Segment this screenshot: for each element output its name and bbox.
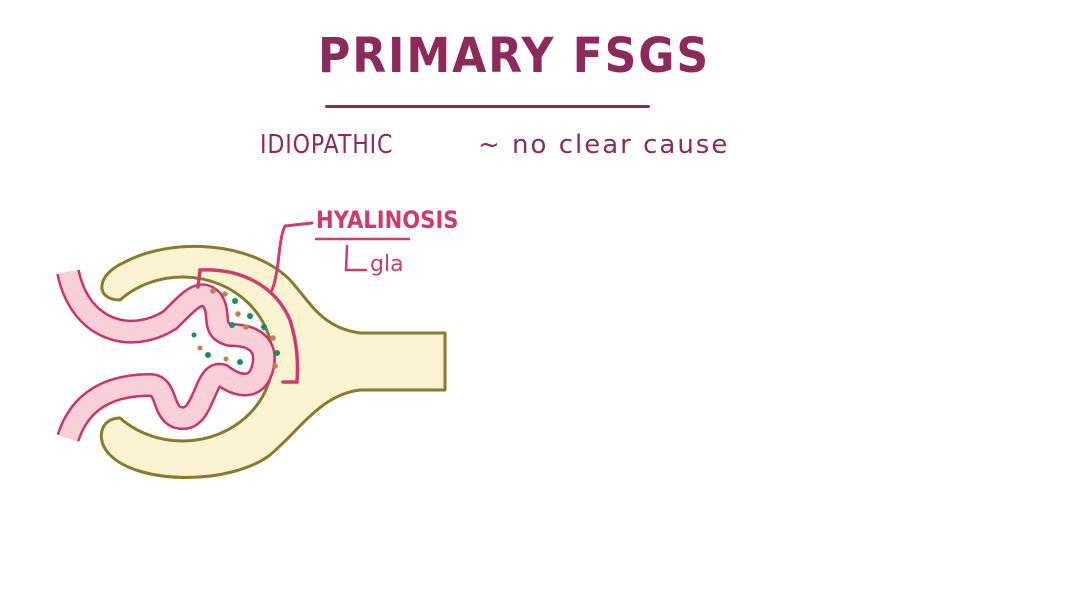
slide-title: PRIMARY FSGS [318,28,710,84]
capillary-loop [56,269,276,443]
subtitle-definition: ~ no clear cause [478,130,730,160]
hyalinosis-leader-line [270,221,314,292]
sub-label-branch [344,244,368,272]
hyalinosis-sub-label: gla [370,252,404,277]
hyalinosis-bracket [196,268,300,384]
deposit-dots [191,288,280,369]
title-underline [325,105,650,108]
subtitle-term: IDIOPATHIC [260,130,394,160]
hyalinosis-label: HYALINOSIS [316,206,459,234]
